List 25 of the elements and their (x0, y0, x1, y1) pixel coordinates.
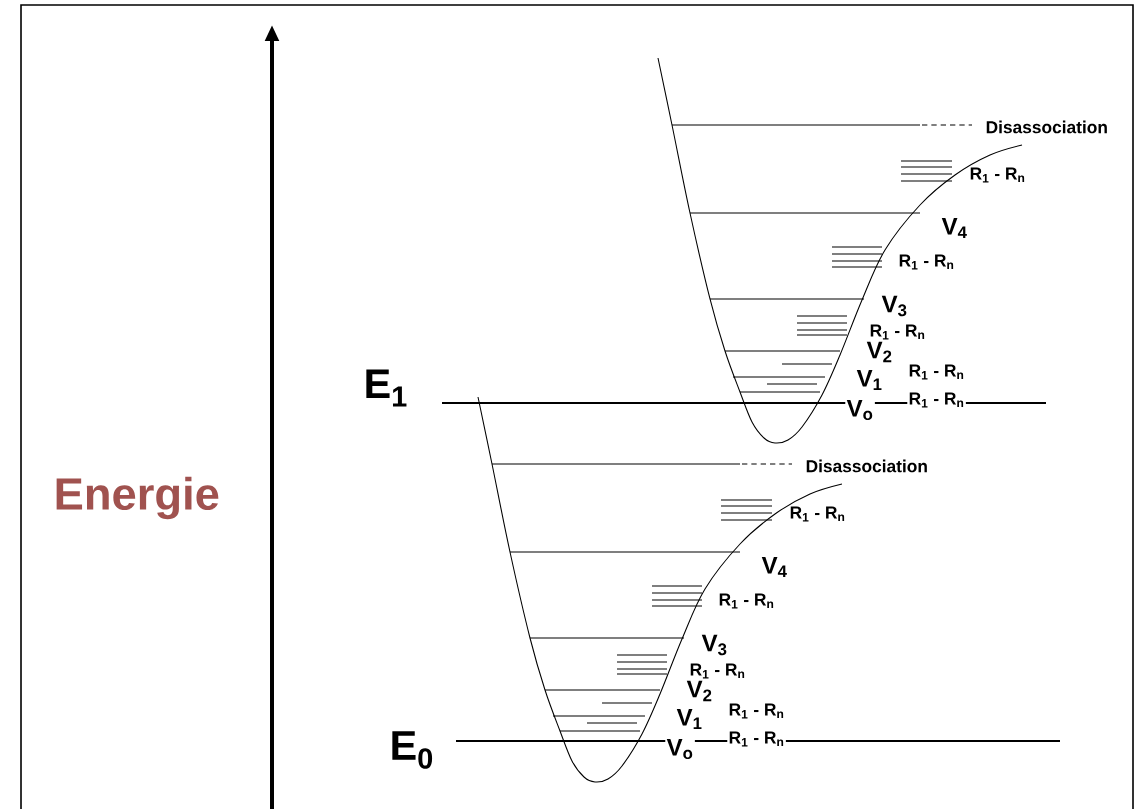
vibrational-level-label: V$_{4}$ (761, 556, 787, 578)
vibrational-level-label: V$_{1}$ (856, 369, 882, 391)
vibrational-level-label: V$_{o}$ (665, 737, 695, 761)
rotational-level-label: R$_{1}$ - R$_{n}$ (970, 167, 1025, 183)
rotational-level-label: R$_{1}$ - R$_{n}$ (727, 730, 786, 748)
rotational-level-label: R$_{1}$ - R$_{n}$ (907, 391, 966, 409)
dissociation-label: Disassociation (986, 120, 1107, 134)
vibrational-level-label: V$_{2}$ (866, 341, 892, 363)
vibrational-level-label: V$_{3}$ (881, 295, 907, 317)
vibrational-level-label: V$_{o}$ (845, 398, 875, 422)
energy-level-label: E$_{0}$ (392, 731, 433, 769)
energy-level-label: E$_{1}$ (366, 369, 407, 407)
rotational-level-label: R$_{1}$ - R$_{n}$ (909, 364, 964, 380)
axis-label: Energie (56, 476, 219, 520)
rotational-level-label: R$_{1}$ - R$_{n}$ (899, 254, 954, 270)
rotational-level-label: R$_{1}$ - R$_{n}$ (690, 663, 745, 679)
rotational-level-label: R$_{1}$ - R$_{n}$ (729, 703, 784, 719)
vibrational-level-label: V$_{1}$ (676, 708, 702, 730)
rotational-level-label: R$_{1}$ - R$_{n}$ (870, 324, 925, 340)
dissociation-label: Disassociation (806, 459, 927, 473)
vibrational-level-label: V$_{2}$ (686, 680, 712, 702)
vibrational-level-label: V$_{3}$ (701, 634, 727, 656)
rotational-level-label: R$_{1}$ - R$_{n}$ (790, 506, 845, 522)
vibrational-level-label: V$_{4}$ (941, 217, 967, 239)
rotational-level-label: R$_{1}$ - R$_{n}$ (719, 593, 774, 609)
